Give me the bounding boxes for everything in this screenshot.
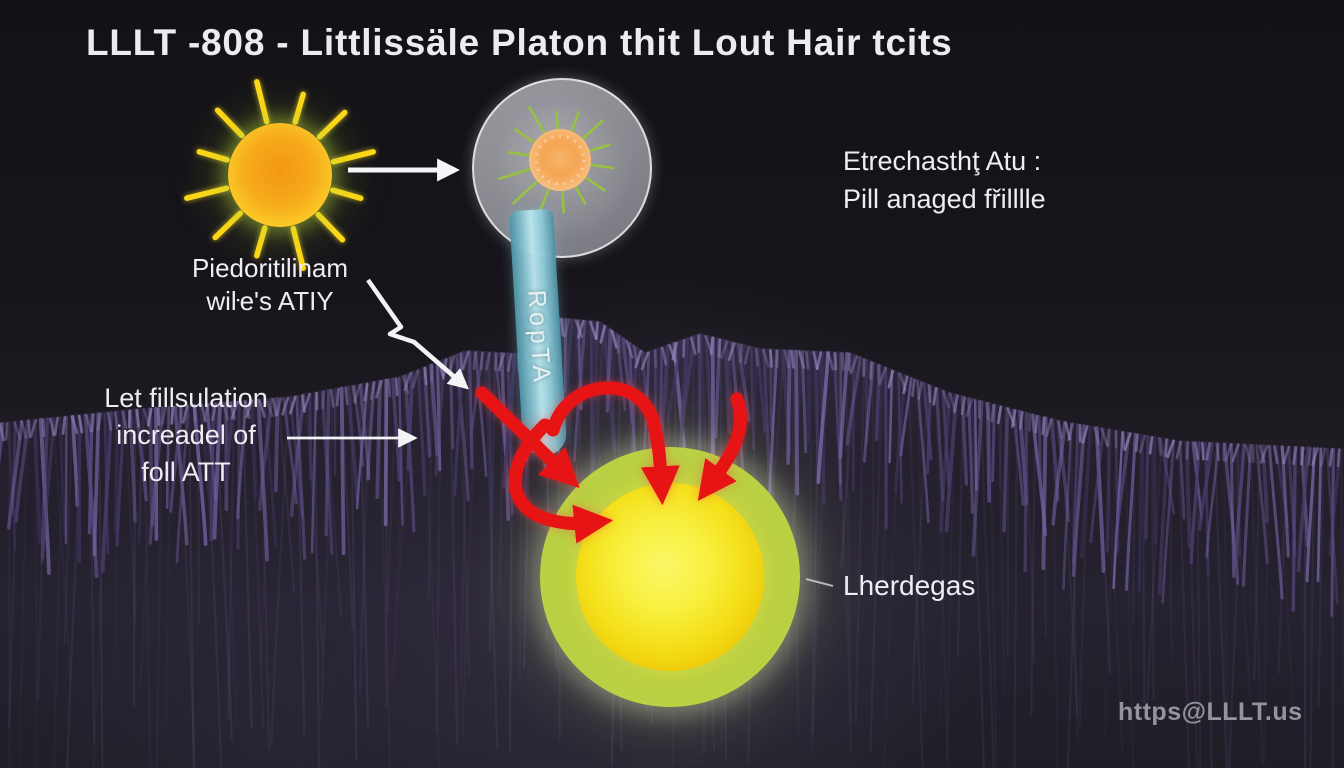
device-emitter-icon bbox=[498, 105, 615, 214]
note-top-right-line2: Pill anaged fřilllle bbox=[843, 184, 1046, 214]
note-probe-line1: Piedoritilinam bbox=[191, 253, 349, 283]
sun-icon bbox=[228, 123, 332, 227]
zigzag-pointer-arrow bbox=[366, 278, 469, 390]
follicle-label: Lherdegas bbox=[843, 570, 976, 601]
note-insulation-line2: increadel of bbox=[116, 420, 256, 450]
note-insulation-line3: foll ATT bbox=[141, 457, 231, 487]
note-top-right-line1: Etrechasthţ Atu : bbox=[843, 146, 1042, 176]
note-insulation-line1: Let fillsulation bbox=[104, 383, 268, 413]
follicle-pointer-line bbox=[805, 578, 834, 587]
note-probe: Piedoritilinam wiŀe's ATIY bbox=[150, 252, 390, 318]
note-insulation: Let fillsulation increadel of foll ATT bbox=[72, 380, 300, 491]
diagram-title: LLLT -808 - Littlissäle Platon thit Lout… bbox=[86, 22, 953, 63]
note-probe-line2: wiŀe's ATIY bbox=[206, 286, 334, 316]
sun-rays-icon bbox=[184, 79, 376, 271]
watermark: https@LLLT.us bbox=[1118, 698, 1303, 726]
note-top-right: Etrechasthţ Atu : Pill anaged fřilllle bbox=[843, 142, 1046, 218]
red-energy-arrows bbox=[475, 381, 747, 544]
